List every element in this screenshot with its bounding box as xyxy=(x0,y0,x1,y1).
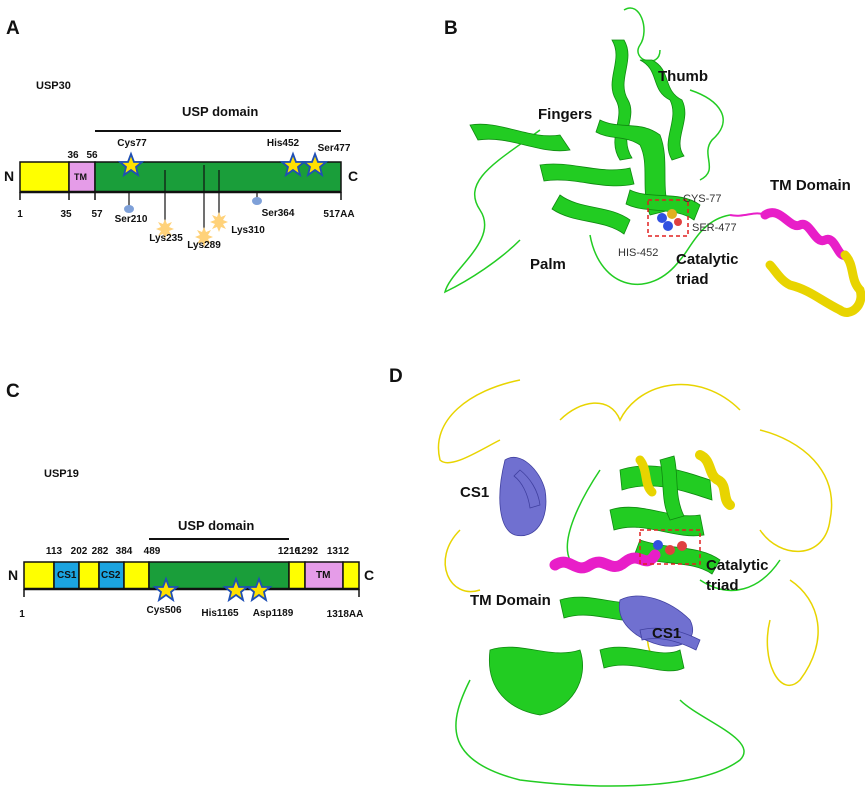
catalytic-box-d xyxy=(639,529,701,565)
usp30-num-1: 1 xyxy=(17,209,23,220)
usp30-diagram xyxy=(19,130,342,247)
ptm-lys289-label: Lys289 xyxy=(187,240,221,251)
catalytic-ball xyxy=(663,221,673,231)
usp19-tm-label: TM xyxy=(316,570,331,581)
ser364-oval-icon xyxy=(252,197,262,205)
usp19-num-1318: 1318AA xyxy=(326,609,364,620)
usp19-num-384: 384 xyxy=(115,546,133,557)
usp30-n-term: N xyxy=(4,168,15,184)
catalytic-ball-d xyxy=(653,540,663,550)
site-his452-label: His452 xyxy=(266,138,300,149)
catalytic-box xyxy=(647,199,689,237)
structure-b-ribbons xyxy=(469,39,701,235)
structure-b-loop xyxy=(589,214,731,285)
ptm-ser364-label: Ser364 xyxy=(261,208,295,219)
ser477-star-icon xyxy=(301,151,329,178)
usp19-num-113: 113 xyxy=(45,546,63,557)
panel-c-letter: C xyxy=(6,381,20,402)
lys289-burst-icon xyxy=(195,227,213,247)
panel-d-letter: D xyxy=(389,366,403,387)
structure-d-green-loops xyxy=(455,469,781,787)
usp30-num-35: 35 xyxy=(60,209,72,220)
usp19-cs2-label: CS2 xyxy=(101,570,121,581)
structure-d-yellow-loops xyxy=(437,379,833,687)
tm-helix-yellow-d xyxy=(695,450,735,510)
ptm-lys235-label: Lys235 xyxy=(149,233,183,244)
residue-cys77: CYS-77 xyxy=(683,193,722,205)
cys77-star-icon xyxy=(117,151,145,178)
usp19-num-1292: 1292 xyxy=(295,546,319,557)
tm-helix-yellow-d xyxy=(635,455,657,497)
panel-b-letter: B xyxy=(444,18,458,39)
usp19-num-1312: 1312 xyxy=(326,546,350,557)
usp19-c-term: C xyxy=(364,567,375,583)
structure-b-loop xyxy=(623,7,661,62)
structure-d-cs1-purple xyxy=(499,457,701,651)
label-tm-domain-d: TM Domain xyxy=(470,592,551,609)
usp30-tm-label: TM xyxy=(74,172,87,182)
usp19-n-term: N xyxy=(8,567,19,583)
site-his1165-label: His1165 xyxy=(201,608,239,619)
tm-helix-linker xyxy=(729,212,766,217)
residue-ser477: SER-477 xyxy=(692,222,737,234)
his1165-star-icon xyxy=(222,576,250,603)
catalytic-ball xyxy=(657,213,667,223)
usp19-num-202: 202 xyxy=(70,546,88,557)
site-cys77-label: Cys77 xyxy=(117,138,147,149)
usp19-num-1216: 1216 xyxy=(277,546,301,557)
site-ser477-label: Ser477 xyxy=(317,143,351,154)
usp19-seg-mid-yellow2 xyxy=(123,561,150,590)
label-palm: Palm xyxy=(530,256,566,273)
ptm-ser210-label: Ser210 xyxy=(114,214,148,225)
usp19-seg-usp xyxy=(148,561,290,590)
structure-b-loop xyxy=(443,129,541,294)
site-asp1189-label: Asp1189 xyxy=(252,608,294,619)
asp1189-star-icon xyxy=(245,576,273,603)
label-thumb: Thumb xyxy=(658,68,708,85)
cys506-star-icon xyxy=(152,576,180,603)
usp19-diagram xyxy=(23,538,360,603)
lys310-burst-icon xyxy=(210,212,228,232)
usp19-domain-title: USP domain xyxy=(178,518,255,533)
panel-a-letter: A xyxy=(6,18,20,39)
usp30-title: USP30 xyxy=(36,80,71,92)
catalytic-ball xyxy=(674,218,682,226)
usp30-c-term: C xyxy=(348,168,359,184)
tm-helix-magenta-d xyxy=(549,549,661,574)
usp19-cs1-label: CS1 xyxy=(57,570,77,581)
catalytic-ball xyxy=(667,209,677,219)
site-cys506-label: Cys506 xyxy=(146,605,182,616)
ptm-lys310-label: Lys310 xyxy=(231,225,265,236)
usp19-title: USP19 xyxy=(44,468,79,480)
usp30-structure xyxy=(443,7,865,317)
usp30-domain-title: USP domain xyxy=(182,104,259,119)
usp19-num-1: 1 xyxy=(19,609,25,620)
label-tm-domain-b: TM Domain xyxy=(770,177,851,194)
tm-helix-yellow xyxy=(835,250,865,317)
label-cs1-bottom: CS1 xyxy=(652,625,682,642)
residue-his452: HIS-452 xyxy=(618,247,659,259)
lys235-burst-icon xyxy=(156,219,174,239)
tm-helix-magenta xyxy=(760,208,850,260)
label-fingers: Fingers xyxy=(538,106,593,123)
tm-helix-yellow xyxy=(765,260,845,315)
structure-b-loop xyxy=(689,89,724,181)
usp30-num-57: 57 xyxy=(91,209,103,220)
usp19-num-489: 489 xyxy=(143,546,161,557)
label-cs1-top: CS1 xyxy=(460,484,490,501)
his452-star-icon xyxy=(279,151,307,178)
usp30-num-517: 517AA xyxy=(323,209,355,220)
usp30-num-56: 56 xyxy=(86,150,98,161)
usp19-num-282: 282 xyxy=(91,546,109,557)
usp30-num-36: 36 xyxy=(67,150,79,161)
label-catalytic-triad-b: Catalytic triad xyxy=(676,251,739,288)
catalytic-ball-d xyxy=(677,541,687,551)
ser210-oval-icon xyxy=(124,205,134,213)
catalytic-ball-d xyxy=(665,545,675,555)
label-catalytic-triad-d: Catalytic triad xyxy=(706,557,769,594)
